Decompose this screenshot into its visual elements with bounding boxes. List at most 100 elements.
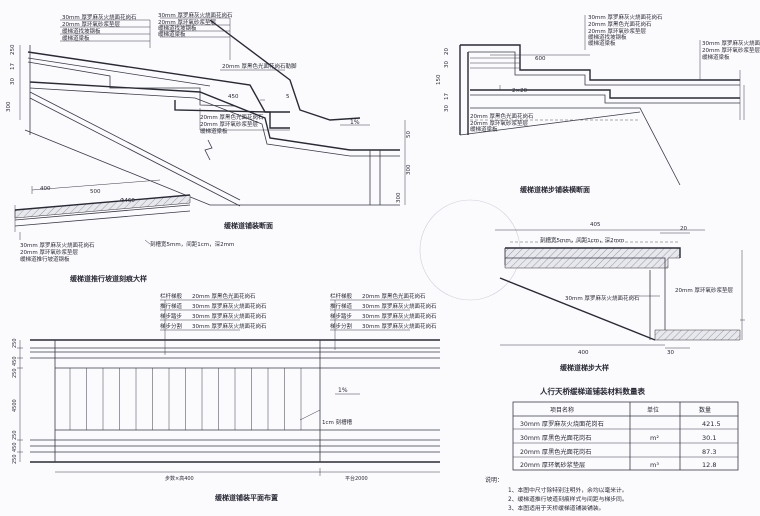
stair-section: 30mm 厚罗麻灰火烧面花岗石 20mm 厚环氧砂浆垫层 缓梯道找坡钢板 缓梯道… <box>6 11 412 230</box>
step-dim-30b: 30 <box>444 105 450 112</box>
plan-callout-left-4a: 梯步分割 <box>160 322 183 330</box>
stair-label-1: 30mm 厚罗麻灰火烧面花岗石 <box>62 13 137 21</box>
ramp-label-1: 30mm 厚罗麻灰火烧面花岗石 <box>20 241 95 249</box>
step-section-title: 缓梯道梯步铺装横断面 <box>519 185 590 194</box>
stair-slab-label: 20mm 厚黑色光面花岗石勒脚 <box>222 62 297 70</box>
table-row-2-unit: m² <box>650 434 659 442</box>
step-detail-dim-30: 30 <box>667 350 674 356</box>
plan-callout-right-4a: 梯步分割 <box>330 322 353 330</box>
plan-groove-note: 1cm 刻槽槽 <box>322 418 353 426</box>
table-row-1-name: 30mm 厚罗麻灰火烧面花岗石 <box>520 420 604 428</box>
plan-dim-250c: 250 <box>12 430 18 440</box>
step-dim-150: 150 <box>436 74 442 85</box>
plan-callout-right-3a: 梯步踏步 <box>330 312 353 320</box>
step-bottom-label-2: 20mm 厚环氧砂浆垫层 <box>470 119 528 127</box>
plan-callout-left-1b: 20mm 厚黑色光面花岗石 <box>192 292 256 300</box>
step-detail-dim-405: 405 <box>590 222 601 228</box>
ramp-dim-500: 500 <box>90 189 101 195</box>
stair-label-7: 缓梯道找坡钢板 <box>158 24 197 32</box>
step-right-label-3: 缓梯道梁板 <box>702 53 730 61</box>
ramp-note: 刻槽宽5mm，间距1cm，深2mm <box>150 240 234 248</box>
step-detail-label-right: 20mm 厚环氧砂浆垫层 <box>675 286 733 294</box>
ramp-detail-title: 缓梯道推行坡道刻痕大样 <box>69 274 147 283</box>
table-header-qty: 数量 <box>699 406 711 414</box>
stair-label-8: 缓梯道梁板 <box>158 30 186 38</box>
table-title: 人行天桥缓梯道铺装材料数量表 <box>540 386 645 396</box>
plan-callout-right-3b: 30mm 厚罗麻灰火烧面花岗石 <box>362 312 437 320</box>
stair-label-5: 30mm 厚罗麻灰火烧面花岗石 <box>158 11 233 19</box>
ramp-detail: 400 500 Φ460 刻槽宽5mm，间距1cm，深2mm 30mm 厚罗麻灰… <box>14 179 234 283</box>
step-detail: 405 20 刻槽宽5mm，间距1cm，深2mm 30mm 厚罗麻灰火烧面花岗石… <box>495 222 745 372</box>
dim-left-30: 30 <box>10 78 16 85</box>
step-label-3: 20mm 厚环氧砂浆垫层 <box>588 27 646 35</box>
notes: 说明： 1、本图中尺寸除特别注明外，余均以毫米计。 2、缓梯道推行坡道刻痕样式与… <box>485 476 628 512</box>
plan-layout: 栏杆梯般 20mm 厚黑色光面花岗石 推行梯道 30mm 厚罗麻灰火烧面花岗石 … <box>12 292 440 502</box>
table-header-item: 项目名称 <box>550 406 574 414</box>
dim-right-300b: 300 <box>396 192 402 203</box>
step-dim-2x20: 2×20 <box>512 88 528 94</box>
table-header-unit: 单位 <box>647 406 659 414</box>
dim-left-17: 17 <box>10 63 16 70</box>
step-bottom-label-1: 20mm 厚黑色光面花岗石 <box>470 112 534 120</box>
step-dim-20: 20 <box>444 48 450 55</box>
step-dim-30: 30 <box>444 61 450 68</box>
table-row-2-qty: 30.1 <box>702 434 716 442</box>
step-dim-600: 600 <box>535 56 546 62</box>
ramp-label-3: 缓梯道推行坡道钢板 <box>20 255 70 263</box>
dim-right-50: 50 <box>406 131 412 138</box>
plan-dim-450b: 450 <box>12 442 18 452</box>
plan-dim-250b: 250 <box>12 368 18 378</box>
stair-label-4: 缓梯道梁板 <box>62 34 90 42</box>
step-label-1: 30mm 厚罗麻灰火烧面花岗石 <box>588 13 663 21</box>
plan-callout-right-1b: 20mm 厚黑色光面花岗石 <box>362 292 426 300</box>
note-3: 3、本图适用于天桥缓梯道铺装铺装。 <box>508 504 604 512</box>
plan-callout-left-4b: 30mm 厚罗麻灰火烧面花岗石 <box>192 322 267 330</box>
step-label-2: 20mm 厚黑色光面花岗石 <box>588 20 652 28</box>
table-row-1-qty: 421.5 <box>702 420 721 428</box>
table-row-3-qty: 87.3 <box>702 448 716 456</box>
plan-tread-lines <box>69 368 302 430</box>
quantity-table: 人行天桥缓梯道铺装材料数量表 项目名称 单位 数量 30mm 厚罗麻灰火烧面花岗… <box>512 386 739 471</box>
step-detail-title: 缓梯道梯步大样 <box>559 363 609 372</box>
stair-section-title: 缓梯道铺装断面 <box>223 221 273 230</box>
stair-label-3: 缓梯道找坡钢板 <box>62 27 101 35</box>
stair-bottom-label-3: 缓梯道梁板 <box>200 127 228 135</box>
plan-title: 缓梯道铺装平面布置 <box>214 493 278 502</box>
stair-bottom-label-2: 20mm 厚环氧砂浆垫层 <box>200 120 258 128</box>
note-2: 2、缓梯道推行坡道刻痕样式与间距与梯步同。 <box>508 495 628 503</box>
plan-slope: 1% <box>338 387 348 394</box>
plan-bottom-left: 步数×高400 <box>165 475 194 482</box>
step-label-4: 缓梯道找坡钢板 <box>588 33 627 41</box>
plan-callout-right-4b: 30mm 厚罗麻灰火烧面花岗石 <box>362 322 437 330</box>
step-right-label-2: 20mm 厚环氧砂浆垫层 <box>702 46 760 54</box>
dim-5: 5 <box>286 94 290 100</box>
plan-callout-right-2b: 30mm 厚罗麻灰火烧面花岗石 <box>362 302 437 310</box>
stair-label-6: 20mm 厚环氧砂浆垫层 <box>158 18 216 26</box>
plan-callout-left-2b: 30mm 厚罗麻灰火烧面花岗石 <box>192 302 267 310</box>
stair-bottom-label-1: 20mm 厚黑色光面花岗石 <box>200 113 264 121</box>
plan-callout-left-2a: 推行梯道 <box>160 302 183 310</box>
ramp-label-2: 20mm 厚环氧砂浆垫层 <box>20 248 78 256</box>
step-label-5: 缓梯道梁板 <box>588 39 616 47</box>
step-detail-note: 刻槽宽5mm，间距1cm，深2mm <box>540 236 624 244</box>
step-detail-dim-20: 20 <box>680 226 687 232</box>
plan-dim-250a: 250 <box>12 338 18 348</box>
plan-callout-right-1a: 栏杆梯般 <box>330 292 353 300</box>
plan-dim-4500: 4500 <box>12 399 18 412</box>
plan-callout-left-3b: 30mm 厚罗麻灰火烧面花岗石 <box>192 312 267 320</box>
notes-heading: 说明： <box>485 476 503 484</box>
step-bottom-label-3: 缓梯道梁板 <box>470 125 498 133</box>
step-detail-dim-400: 400 <box>578 350 589 356</box>
table-row-4-name: 20mm 厚环氧砂浆垫层 <box>520 461 585 469</box>
plan-callout-right-2a: 推行梯道 <box>330 302 353 310</box>
plan-dim-250d: 250 <box>12 454 18 464</box>
dim-450: 450 <box>228 94 239 100</box>
dim-left-250: 250 <box>10 44 16 55</box>
note-1: 1、本图中尺寸除特别注明外，余均以毫米计。 <box>508 486 628 494</box>
step-dim-17: 17 <box>444 93 450 100</box>
ramp-dim-phi: Φ460 <box>120 198 135 204</box>
stair-label-2: 20mm 厚环氧砂浆垫层 <box>62 20 120 28</box>
ramp-dim-400: 400 <box>40 186 51 192</box>
table-row-2-name: 30mm 厚黑色光面花岗石 <box>520 434 591 442</box>
